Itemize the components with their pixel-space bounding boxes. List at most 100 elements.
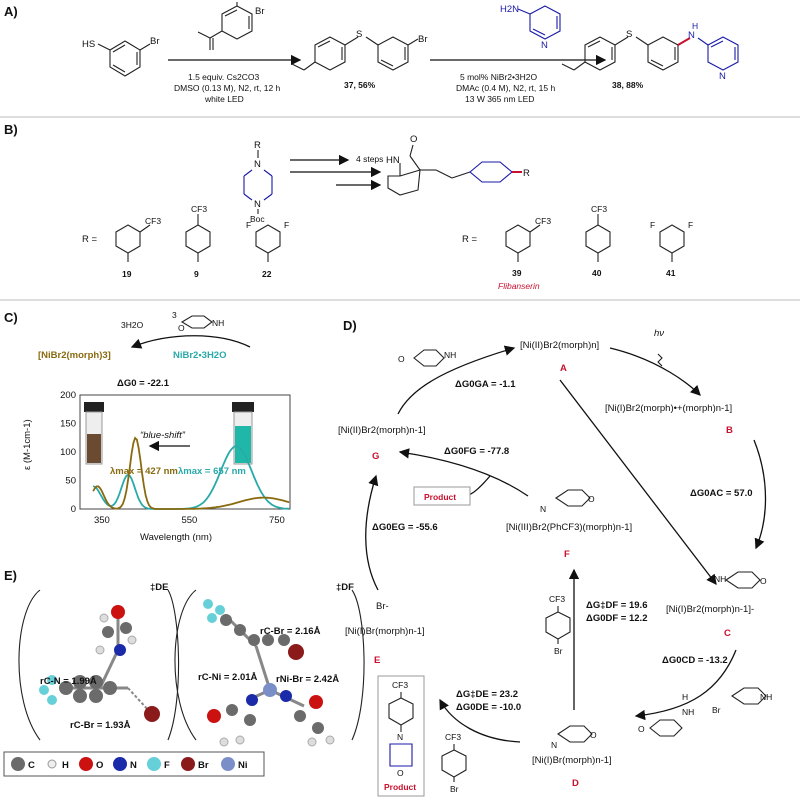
d-o: O xyxy=(590,730,597,740)
dg-ddf-1: ΔG‡DF = 19.6 xyxy=(586,600,647,611)
species-b-label: B xyxy=(726,425,733,436)
cond1-line3: white LED xyxy=(204,94,244,104)
arrow-g-to-a xyxy=(397,345,516,415)
product-38-yield: 38, 88% xyxy=(612,80,644,90)
product-box-d xyxy=(413,486,471,506)
f-n: N xyxy=(540,504,546,514)
sh-label: HS xyxy=(82,39,95,50)
three-label: 3 xyxy=(172,310,177,320)
lambda-427: λmax = 427 nm xyxy=(110,466,178,477)
x-axis-label: Wavelength (nm) xyxy=(140,532,212,543)
mh-o: O xyxy=(638,724,645,734)
hn-label-b: HN xyxy=(386,155,400,166)
x-tick-label: 350 xyxy=(94,515,110,526)
cf3-9: CF3 xyxy=(191,204,207,214)
r-nibr-label: rNi-Br = 2.42Å xyxy=(276,674,339,685)
species-e-label: E xyxy=(374,655,380,666)
arrow-b-to-c xyxy=(753,439,767,550)
substituent-9: CF3 xyxy=(185,204,211,262)
cond1-line1: 1.5 equiv. Cs2CO3 xyxy=(188,72,259,82)
series-olive-curve xyxy=(92,436,290,510)
dg-dde-1: ΔG‡DE = 23.2 xyxy=(456,689,518,700)
product-37-structure: S Br xyxy=(291,29,428,71)
compound-40: 40 xyxy=(592,268,602,278)
reagent-n1-label: N xyxy=(254,159,261,170)
br-label: Br xyxy=(150,36,160,47)
hv-label: hν xyxy=(654,328,664,339)
arrow-a-to-b xyxy=(609,347,701,396)
morpholine-c: O NH xyxy=(178,315,224,333)
morpholinium-br: H NH Br O xyxy=(638,692,721,737)
cond2-line1: 5 mol% NiBr2•3H2O xyxy=(460,72,538,82)
species-g-formula: [Ni(II)Br2(morph)n-1] xyxy=(338,425,426,436)
morpholine-side-c: NH xyxy=(731,687,772,705)
compound-22: 22 xyxy=(262,269,272,279)
arrow-a-to-c xyxy=(559,379,717,586)
uv-vis-chart: “blue-shift” λmax = 427 nm λmax = 657 nm… xyxy=(22,390,291,543)
substituent-19: CF3 xyxy=(115,216,161,262)
morph-o-c: O xyxy=(178,323,185,333)
species-f-formula: [Ni(III)Br2(PhCF3)(morph)n-1] xyxy=(506,522,632,533)
ts-de-model xyxy=(39,605,160,722)
compound-41: 41 xyxy=(666,268,676,278)
prod-n: N xyxy=(397,732,403,742)
species-c-formula: [Ni(I)Br2(morph)n-1]- xyxy=(666,604,754,615)
complex-right: NiBr2•3H2O xyxy=(173,350,226,361)
ts-df-label: ‡DF xyxy=(336,582,354,593)
legend-atom-br-icon xyxy=(181,757,195,771)
reagent-r-label: R xyxy=(254,140,261,151)
arrow-d-to-e xyxy=(439,698,521,743)
prod-cf3: CF3 xyxy=(392,680,408,690)
morph-nh-c: NH xyxy=(212,318,224,328)
c-nh: NH xyxy=(714,574,726,584)
series-teal-curve xyxy=(92,445,290,510)
panel-c-label: C) xyxy=(4,310,18,325)
y-tick-label: 200 xyxy=(60,390,76,401)
cf3-40: CF3 xyxy=(591,204,607,214)
legend-atom-c-icon xyxy=(11,757,25,771)
legend-atom-o-icon xyxy=(79,757,93,771)
legend-atom-label: O xyxy=(96,760,103,771)
morph-o-d: O xyxy=(398,354,405,364)
hv-wave xyxy=(657,353,663,367)
panel-a-label: A) xyxy=(4,4,18,19)
flibanserin-core-structure: O HN R xyxy=(386,134,530,196)
c-o: O xyxy=(760,576,767,586)
y-tick-label: 0 xyxy=(71,504,76,515)
product-38-structure: S N H N xyxy=(561,21,739,82)
df-br: Br xyxy=(554,646,563,656)
de-cf3: CF3 xyxy=(445,732,461,742)
dg-fg: ΔG0FG = -77.8 xyxy=(444,446,509,457)
morpholine-d-top: O NH xyxy=(398,349,456,367)
species-g-label: G xyxy=(372,451,379,462)
species-e-formula: [Ni(I)Br(morph)n-1] xyxy=(345,626,425,637)
nh-label-38: N xyxy=(688,30,695,41)
cond1-line2: DMSO (0.13 M), N2, rt, 12 h xyxy=(174,83,281,93)
ts-de-label: ‡DE xyxy=(150,582,168,593)
reagent-n2-label: N xyxy=(254,199,261,210)
x-tick-label: 750 xyxy=(269,515,285,526)
f-41a: F xyxy=(650,220,655,230)
panel-d-label: D) xyxy=(343,318,357,333)
vial-teal xyxy=(232,402,254,465)
dg-ga: ΔG0GA = -1.1 xyxy=(455,379,516,390)
species-e-br: Br- xyxy=(376,601,389,612)
panel-b-label: B) xyxy=(4,122,18,137)
legend-atom-h-icon xyxy=(47,759,57,769)
s-label-38: S xyxy=(626,29,632,40)
legend-atom-ni-icon xyxy=(221,757,235,771)
r-cbr-2-label: rC-Br = 2.16Å xyxy=(260,626,321,637)
prod-o: O xyxy=(397,768,404,778)
complexation-arrow xyxy=(130,335,251,349)
d-n: N xyxy=(551,740,557,750)
species-f-label: F xyxy=(564,549,570,560)
dg-eg: ΔG0EG = -55.6 xyxy=(372,522,438,533)
r-cni-label: rC-Ni = 2.01Å xyxy=(198,672,258,683)
steps-label: 4 steps xyxy=(356,154,383,164)
substituent-40: CF3 xyxy=(585,204,611,262)
y-tick-label: 100 xyxy=(60,447,76,458)
arrow-e-to-g xyxy=(365,474,379,591)
mh-nh: NH xyxy=(682,707,694,717)
bracket-de-right xyxy=(167,589,180,741)
